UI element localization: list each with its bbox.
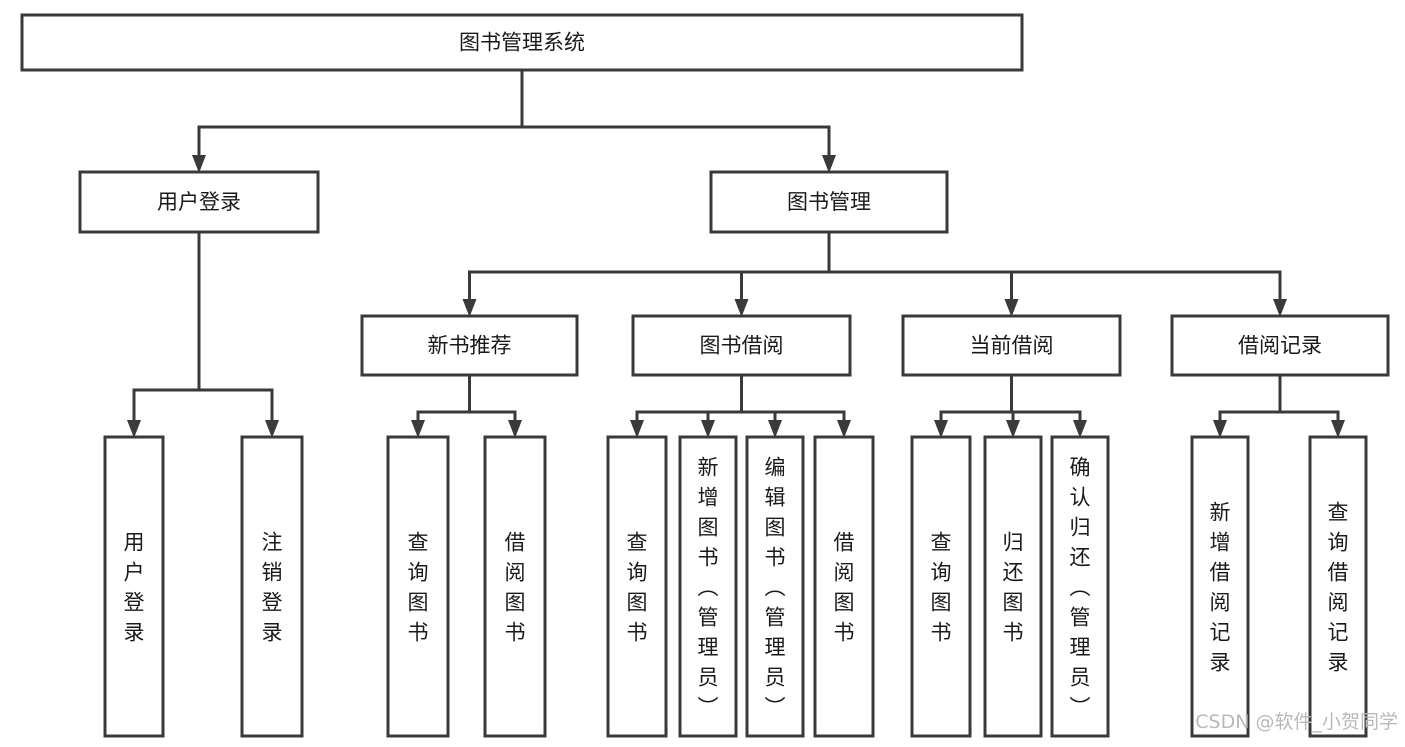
arrow-head-icon [192,155,206,173]
node-leaf-return-book[interactable]: 归还图书 [983,435,1043,738]
node-leaf-return-book-rect [983,435,1043,738]
arrow-head-icon [1073,420,1087,438]
arrow-head-icon [734,299,749,317]
node-leaf-query-borrow-record[interactable]: 查询借阅记录 [1308,435,1368,738]
node-leaf-query-borrow-record-rect [1308,435,1368,738]
node-leaf-borrow-book-label: 借阅图书 [834,531,855,645]
node-leaf-edit-book-label: 编辑图书︵管理员︶ [765,456,786,720]
node-leaf-logout-login-label: 注销登录 [262,531,283,645]
arrow-head-icon [508,420,522,438]
node-leaf-confirm-return[interactable]: 确认归还︵管理员︶ [1050,435,1110,738]
connector-lines [127,68,1345,438]
arrow-head-icon [701,420,715,438]
node-leaf-confirm-return-label: 确认归还︵管理员︶ [1070,456,1091,720]
node-user-login[interactable]: 用户登录 [78,170,320,234]
node-leaf-query-book-current-label: 查询图书 [931,531,952,645]
arrow-head-icon [1331,420,1345,438]
node-new-book-recommend[interactable]: 新书推荐 [360,314,579,377]
node-root-system[interactable]: 图书管理系统 [20,13,1024,72]
node-leaf-query-book-current-rect [910,435,972,738]
node-current-borrow-label: 当前借阅 [970,334,1054,358]
node-leaf-borrow-book-recommend-rect [483,435,547,738]
node-book-management-rect [709,170,949,234]
node-leaf-add-borrow-record-rect [1190,435,1250,738]
node-leaf-confirm-return-rect [1050,435,1110,738]
node-book-borrow-rect [631,314,852,377]
node-user-login-label: 用户登录 [157,190,241,214]
node-leaf-borrow-book-rect [813,435,875,738]
node-borrow-records-label: 借阅记录 [1238,334,1322,358]
node-book-borrow[interactable]: 图书借阅 [631,314,852,377]
node-book-management-label: 图书管理 [787,190,871,214]
node-borrow-records[interactable]: 借阅记录 [1170,314,1390,377]
node-book-borrow-label: 图书借阅 [700,334,784,358]
node-new-book-recommend-rect [360,314,579,377]
node-leaf-add-book-label: 新增图书︵管理员︶ [698,456,719,720]
node-leaf-query-book-borrow-rect [606,435,668,738]
node-leaf-query-book-recommend-rect [386,435,450,738]
node-leaf-query-book-borrow[interactable]: 查询图书 [606,435,668,738]
node-leaf-add-borrow-record[interactable]: 新增借阅记录 [1190,435,1250,738]
node-leaf-user-login-label: 用户登录 [124,531,145,645]
node-leaf-query-book-recommend[interactable]: 查询图书 [386,435,450,738]
csdn-watermark: CSDN @软件_小贺同学 [1195,711,1398,733]
node-root-system-label: 图书管理系统 [459,31,585,55]
node-leaf-query-book-recommend-label: 查询图书 [408,531,429,645]
node-leaf-borrow-book-recommend-label: 借阅图书 [505,531,526,645]
node-leaf-edit-book[interactable]: 编辑图书︵管理员︶ [745,435,805,738]
node-root-system-rect [20,13,1024,72]
arrow-head-icon [462,299,477,317]
arrow-head-icon [768,420,782,438]
node-leaf-add-borrow-record-label: 新增借阅记录 [1210,501,1231,675]
node-leaf-query-book-borrow-label: 查询图书 [627,531,648,645]
arrow-head-icon [822,155,836,173]
node-leaf-user-login[interactable]: 用户登录 [103,435,165,738]
node-leaf-logout-login[interactable]: 注销登录 [240,435,304,738]
arrow-head-icon [837,420,851,438]
node-boxes: 图书管理系统用户登录图书管理新书推荐图书借阅当前借阅借阅记录用户登录注销登录查询… [20,13,1390,738]
node-leaf-borrow-book[interactable]: 借阅图书 [813,435,875,738]
node-leaf-borrow-book-recommend[interactable]: 借阅图书 [483,435,547,738]
node-leaf-logout-login-rect [240,435,304,738]
node-new-book-recommend-label: 新书推荐 [428,334,512,358]
arrow-head-icon [1006,420,1020,438]
node-leaf-user-login-rect [103,435,165,738]
node-book-management[interactable]: 图书管理 [709,170,949,234]
node-leaf-add-book-rect [678,435,738,738]
arrow-head-icon [1213,420,1227,438]
arrow-head-icon [265,420,279,438]
arrow-head-icon [127,420,141,438]
node-leaf-query-book-current[interactable]: 查询图书 [910,435,972,738]
node-leaf-return-book-label: 归还图书 [1003,531,1024,645]
arrow-head-icon [411,420,425,438]
node-leaf-add-book[interactable]: 新增图书︵管理员︶ [678,435,738,738]
arrow-head-icon [1273,299,1287,317]
node-current-borrow-rect [901,314,1122,377]
node-user-login-rect [78,170,320,234]
arrow-head-icon [1004,299,1019,317]
node-borrow-records-rect [1170,314,1390,377]
arrow-head-icon [630,420,644,438]
arrow-head-icon [934,420,948,438]
node-leaf-edit-book-rect [745,435,805,738]
node-current-borrow[interactable]: 当前借阅 [901,314,1122,377]
node-leaf-query-borrow-record-label: 查询借阅记录 [1328,501,1349,675]
